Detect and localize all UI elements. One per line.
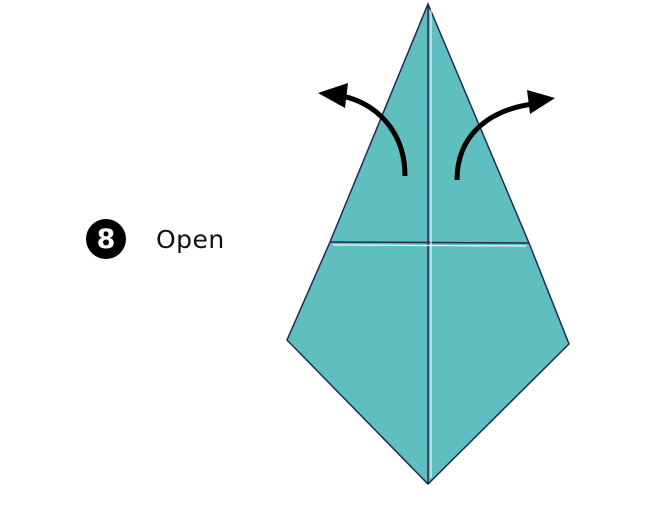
horizontal-crease-line [329,241,530,244]
step-label: 8 Open [86,219,225,259]
curved-arrow-right-icon [454,90,555,181]
horizontal-crease-highlight [332,244,527,247]
curved-arrow-left-icon [318,83,408,177]
step-instruction: Open [156,224,225,254]
step-number-badge: 8 [86,219,126,259]
